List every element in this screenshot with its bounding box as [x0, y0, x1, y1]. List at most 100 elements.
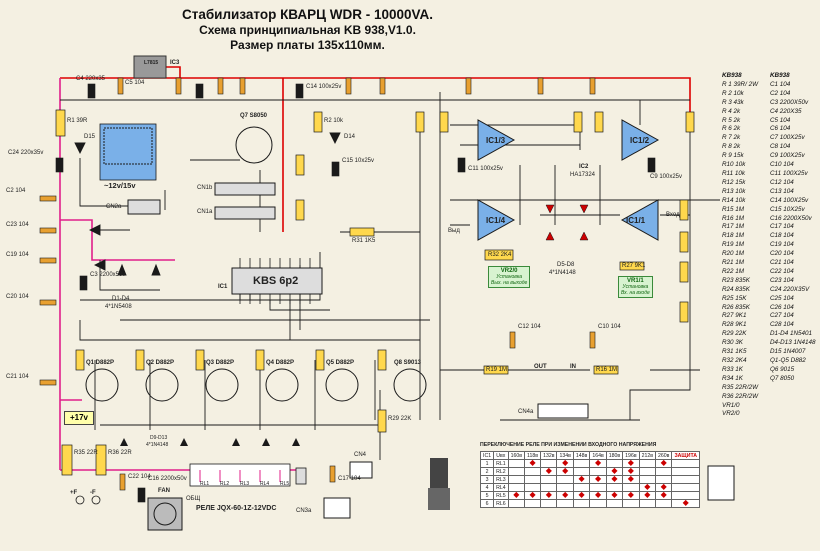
r7-resistor: [255, 349, 265, 371]
c16-label: C16 2200x50v: [148, 476, 187, 482]
c10-label: C10 104: [598, 324, 621, 330]
r24-resistor: [679, 199, 689, 221]
c17-cap: [329, 465, 336, 483]
r29-resistor: [377, 409, 387, 433]
switch-on-mark: ◆: [529, 458, 536, 467]
c14-electrolytic: [295, 83, 304, 99]
c28-cap: [589, 77, 596, 95]
switch-table-header: 212в: [638, 451, 657, 460]
d5-diode: [579, 231, 589, 241]
legend-header-left: KB938: [722, 72, 742, 79]
rl3-label: RL3: [240, 481, 250, 487]
switch-cell-off: [622, 499, 640, 508]
q2-label: Q2 D882P: [146, 360, 175, 366]
switch-on-mark: ◆: [562, 466, 569, 475]
legend-left-row: R35 22R/2W: [722, 383, 759, 391]
cn4a-label: CN4a: [518, 409, 534, 415]
legend-right-row: C12 104: [770, 178, 794, 186]
switch-cell-on: ◆: [655, 459, 673, 468]
legend-left-row: R 6 2k: [722, 125, 741, 133]
r36-label: R36 22R: [108, 450, 132, 456]
r32-resistor: [484, 249, 514, 261]
legend-right-row: C28 104: [770, 321, 794, 329]
c25-cap: [379, 77, 386, 95]
switch-cell-off: [507, 475, 526, 484]
switch-on-mark: ◆: [545, 466, 552, 475]
legend-left-row: R27 9K1: [722, 312, 747, 320]
d1d4-label: D1-D4: [112, 296, 130, 302]
terminal-plus: [75, 495, 85, 505]
q5-label: Q5 D882P: [326, 360, 355, 366]
r4-resistor: [75, 349, 85, 371]
c15-label: C15 10x25v: [342, 158, 375, 164]
switch-cell-off: [524, 467, 542, 476]
c22-label: C22 104: [128, 474, 151, 480]
switch-table-header: 160в: [507, 451, 526, 460]
legend-right-row: C19 104: [770, 241, 794, 249]
switch-table-header: IC1: [479, 451, 495, 460]
r27-resistor: [619, 261, 645, 271]
ic12-label: IC1/2: [630, 136, 650, 145]
c20-cap: [39, 299, 57, 306]
minus-f-label: -F: [90, 490, 96, 496]
switch-cell-off: [572, 459, 591, 468]
switch-table-header: 132в: [540, 451, 558, 460]
out-label: OUT: [534, 364, 547, 370]
q4-label: Q4 D882P: [266, 360, 295, 366]
in-label: IN: [570, 364, 576, 370]
legend-right-row: C25 104: [770, 294, 794, 302]
legend-right-row: C21 104: [770, 259, 794, 267]
positive-rail-top: [60, 77, 691, 112]
r13-resistor: [594, 111, 604, 133]
switch-on-mark: ◆: [611, 490, 618, 499]
switch-cell-on: ◆: [589, 491, 607, 500]
switch-cell-on: ◆: [524, 458, 542, 468]
legend-header-right: KB938: [770, 72, 790, 79]
switch-on-mark: ◆: [578, 490, 585, 499]
legend-left-row: R 2 10k: [722, 89, 744, 97]
legend-right-row: Q1-Q5 D882: [770, 357, 806, 364]
r25-resistor: [439, 111, 449, 133]
legend-left-row: R16 1M: [722, 214, 745, 222]
d9-diode: [120, 438, 128, 446]
switch-row-ic: 5: [479, 491, 495, 500]
vr1-adjust-box[interactable]: VR1/1 Установка Вх. на входе: [618, 276, 653, 298]
switch-row-ic: 4: [479, 483, 495, 492]
r1-label: R1 39R: [67, 118, 88, 124]
page-title-line1: Стабилизатор КВАРЦ WDR - 10000VA.: [181, 7, 434, 22]
r19-resistor: [483, 365, 509, 375]
switch-cell-off: [524, 475, 542, 484]
switch-cell-off: [671, 459, 701, 468]
d5d8-part-label: 4*1N4148: [549, 270, 576, 276]
vr2-adjust-box[interactable]: VR2/0 Установка Вых. на выходе: [488, 266, 531, 288]
r23-resistor: [679, 231, 689, 253]
vr2-text2: Вых. на выходе: [491, 280, 528, 286]
r9-resistor: [685, 111, 695, 133]
kbs-chip-label: KBS 6p2: [253, 275, 299, 287]
switch-on-mark: ◆: [644, 482, 651, 491]
legend-right-row: C13 104: [770, 187, 794, 195]
q1-label: Q1 D882P: [86, 360, 115, 366]
switch-cell-on: ◆: [556, 491, 574, 500]
r27-label: R27 9K1: [622, 263, 646, 269]
to220-image: [430, 458, 448, 488]
switch-table-header: 148в: [572, 451, 591, 460]
legend-right-row: C14 100X25v: [770, 196, 809, 204]
legend-left-row: R 7 2k: [722, 134, 741, 142]
switch-cell-off: [507, 459, 526, 468]
c20-label: C20 104: [6, 294, 29, 300]
ic11-opamp: [620, 199, 659, 241]
lm7815-label: L7815: [144, 60, 159, 66]
switch-cell-on: ◆: [540, 491, 558, 500]
switch-cell-off: [671, 467, 701, 476]
plus-f-label: +F: [70, 490, 78, 496]
rl2-label: RL2: [220, 481, 230, 487]
legend-right-row: Q6 9015: [770, 365, 795, 373]
c22-cap: [119, 473, 126, 491]
v17-rail-label: +17v: [64, 411, 94, 425]
switch-cell-on: ◆: [589, 475, 607, 484]
q3-transistor-body: [205, 368, 239, 402]
legend-right-row: C2 104: [770, 89, 791, 97]
